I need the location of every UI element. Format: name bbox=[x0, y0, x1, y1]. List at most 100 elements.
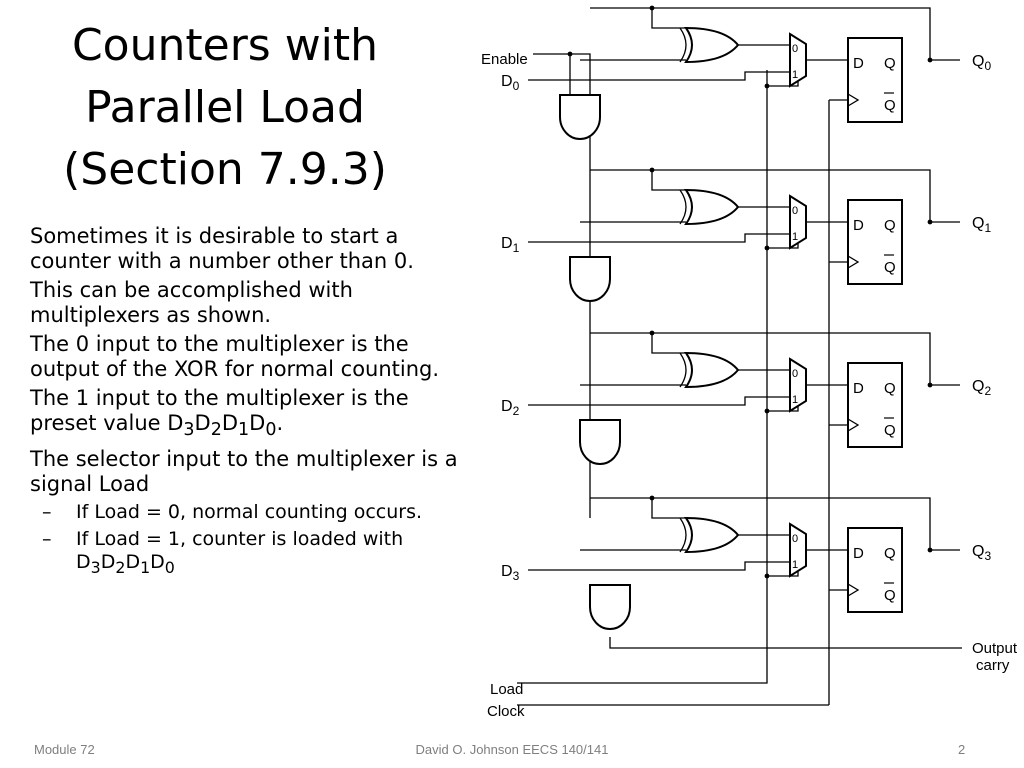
q-output-label: Q2 bbox=[972, 378, 991, 398]
paragraph-3: The 0 input to the multiplexer is the ou… bbox=[30, 332, 440, 381]
junction-dot bbox=[567, 51, 573, 57]
junction-dot bbox=[764, 573, 770, 579]
junction-dot bbox=[927, 57, 933, 63]
footer-module: Module 72 bbox=[34, 742, 95, 757]
ff-d-label: D bbox=[853, 545, 864, 562]
multiplexer bbox=[789, 522, 807, 578]
mux-input-1-label: 1 bbox=[792, 559, 798, 571]
and-gate bbox=[569, 256, 611, 302]
d-flip-flop bbox=[847, 362, 903, 448]
xor-gate-back-curve bbox=[679, 352, 687, 388]
mux-input-0-label: 0 bbox=[792, 368, 798, 380]
sub-bullet-1: –If Load = 0, normal counting occurs. bbox=[42, 501, 423, 524]
ff-qbar-label: Q bbox=[884, 422, 896, 439]
xor-gate bbox=[684, 516, 740, 554]
wire-q-feedback bbox=[590, 332, 931, 385]
junction-dot bbox=[927, 219, 933, 225]
mux-input-0-label: 0 bbox=[792, 533, 798, 545]
multiplexer bbox=[789, 357, 807, 413]
ff-d-label: D bbox=[853, 380, 864, 397]
ff-q-label: Q bbox=[884, 55, 896, 72]
enable-label: Enable bbox=[481, 51, 528, 68]
xor-gate-back-curve bbox=[679, 517, 687, 553]
slide-body: Sometimes it is desirable to start a cou… bbox=[30, 224, 480, 579]
mux-input-1-label: 1 bbox=[792, 394, 798, 406]
footer-page-number: 2 bbox=[958, 742, 966, 757]
wire-q-to-xor bbox=[651, 498, 686, 519]
d-input-label: D3 bbox=[501, 563, 520, 583]
ff-d-label: D bbox=[853, 217, 864, 234]
xor-gate bbox=[684, 351, 740, 389]
junction-dot bbox=[927, 382, 933, 388]
clock-triangle bbox=[847, 418, 860, 432]
and-gate bbox=[579, 419, 621, 465]
wire-q-feedback bbox=[590, 7, 931, 60]
and-gate bbox=[589, 584, 631, 630]
d-flip-flop bbox=[847, 527, 903, 613]
paragraph-5: The selector input to the multiplexer is… bbox=[30, 447, 458, 497]
junction-dot bbox=[649, 330, 655, 336]
clock-label: Clock bbox=[487, 703, 525, 720]
wire-d-input bbox=[528, 233, 790, 243]
ff-qbar-label: Q bbox=[884, 259, 896, 276]
ff-q-label: Q bbox=[884, 217, 896, 234]
multiplexer bbox=[789, 32, 807, 88]
circuit-components bbox=[559, 26, 903, 630]
paragraph-2: This can be accomplished with multiplexe… bbox=[30, 278, 353, 327]
wire-q-to-xor bbox=[651, 333, 686, 354]
xor-gate bbox=[684, 188, 740, 226]
junction-dot bbox=[649, 167, 655, 173]
xor-gate-back-curve bbox=[679, 27, 687, 63]
ff-d-label: D bbox=[853, 55, 864, 72]
title-line-3: (Section 7.9.3) bbox=[63, 144, 387, 196]
sub-bullet-list: –If Load = 0, normal counting occurs. –I… bbox=[30, 501, 480, 579]
xor-gate bbox=[684, 26, 740, 64]
wire-output-carry bbox=[609, 637, 962, 649]
circuit-wires bbox=[517, 5, 962, 706]
wire-d-input bbox=[528, 396, 790, 406]
slide-title: Counters with Parallel Load (Section 7.9… bbox=[20, 15, 430, 201]
wire-d-input bbox=[528, 561, 790, 571]
wire-d-input bbox=[528, 71, 790, 81]
d-flip-flop bbox=[847, 199, 903, 285]
output-carry-label-2: carry bbox=[976, 657, 1010, 674]
mux-input-0-label: 0 bbox=[792, 43, 798, 55]
junction-dot bbox=[764, 245, 770, 251]
footer-author: David O. Johnson EECS 140/141 bbox=[415, 742, 609, 757]
title-line-2: Parallel Load bbox=[85, 82, 365, 134]
wire-enable-rail bbox=[533, 53, 591, 518]
junction-dot bbox=[927, 547, 933, 553]
junction-dot bbox=[649, 495, 655, 501]
wire-q-to-xor bbox=[651, 170, 686, 191]
title-line-1: Counters with bbox=[71, 20, 379, 72]
d-input-label: D0 bbox=[501, 73, 520, 93]
q-output-label: Q1 bbox=[972, 215, 991, 235]
clock-triangle bbox=[847, 583, 860, 597]
wire-q-feedback bbox=[590, 169, 931, 222]
paragraph-1: Sometimes it is desirable to start a cou… bbox=[30, 224, 414, 273]
mux-input-0-label: 0 bbox=[792, 205, 798, 217]
q-output-label: Q0 bbox=[972, 53, 991, 73]
clock-triangle bbox=[847, 255, 860, 269]
and-gate bbox=[559, 94, 601, 140]
ff-qbar-label: Q bbox=[884, 587, 896, 604]
wire-q-to-xor bbox=[651, 8, 686, 29]
mux-input-1-label: 1 bbox=[792, 69, 798, 81]
clock-triangle bbox=[847, 93, 860, 107]
xor-gate-back-curve bbox=[679, 189, 687, 225]
junction-dot bbox=[649, 5, 655, 11]
junction-dot bbox=[764, 408, 770, 414]
load-label: Load bbox=[490, 681, 523, 698]
ff-q-label: Q bbox=[884, 380, 896, 397]
wire-q-feedback bbox=[590, 497, 931, 550]
d-input-label: D2 bbox=[501, 398, 520, 418]
d-flip-flop bbox=[847, 37, 903, 123]
wire-load-input bbox=[517, 620, 768, 684]
d-input-label: D1 bbox=[501, 235, 520, 255]
ff-qbar-label: Q bbox=[884, 97, 896, 114]
multiplexer bbox=[789, 194, 807, 250]
output-carry-label-1: Output bbox=[972, 640, 1018, 657]
